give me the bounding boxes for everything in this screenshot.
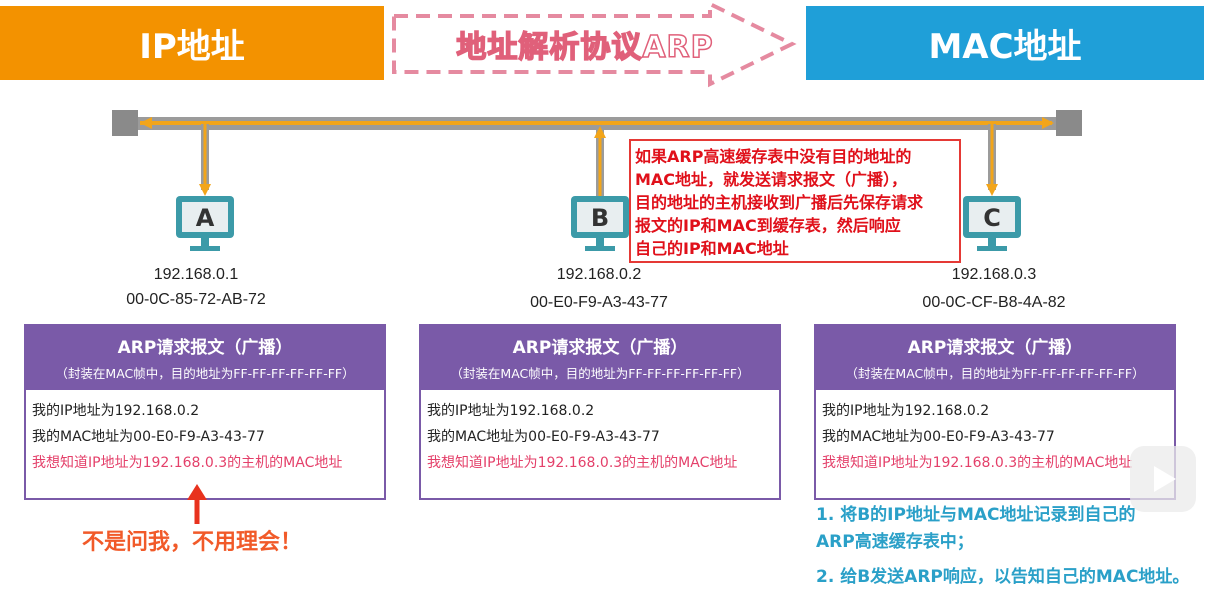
play-icon xyxy=(1154,466,1176,492)
panel-ip-line: 我的IP地址为192.168.0.2 xyxy=(822,403,990,419)
mac-address-banner: MAC地址 xyxy=(806,6,1204,80)
ip-banner-label: IP地址 xyxy=(139,26,245,67)
panel-question-line: 我想知道IP地址为192.168.0.3的主机的MAC地址 xyxy=(427,455,738,471)
step-2: 2. 给B发送ARP响应，以告知自己的MAC地址。 xyxy=(816,567,1190,587)
host-a-ip: 192.168.0.1 xyxy=(153,266,239,283)
host-b-ip: 192.168.0.2 xyxy=(556,266,642,283)
ip-address-banner: IP地址 xyxy=(0,6,384,80)
arp-request-panel-a: ARP请求报文（广播） （封装在MAC帧中，目的地址为FF-FF-FF-FF-F… xyxy=(24,324,386,500)
step-1-line-2: ARP高速缓存表中； xyxy=(816,532,974,552)
host-c-ip: 192.168.0.3 xyxy=(951,266,1037,283)
pc-c-letter: C xyxy=(983,204,1001,232)
panel-title: ARP请求报文（广播） xyxy=(117,338,293,358)
host-a-mac: 00-0C-85-72-AB-72 xyxy=(126,291,266,308)
panel-title: ARP请求报文（广播） xyxy=(907,338,1083,358)
pc-a-icon: A xyxy=(176,196,234,251)
network-diagram: A B C xyxy=(112,110,1082,251)
pc-b-icon: B xyxy=(571,196,629,251)
arrow-left-head xyxy=(140,117,152,129)
callout-line: 目的地址的主机接收到广播后先保存请求 xyxy=(635,193,924,212)
bus-terminator-left xyxy=(112,110,138,136)
panel-title: ARP请求报文（广播） xyxy=(512,338,688,358)
callout-line: 如果ARP高速缓存表中没有目的地址的 xyxy=(635,147,912,166)
callout-line: 自己的IP和MAC地址 xyxy=(635,239,789,258)
mac-banner-label: MAC地址 xyxy=(928,26,1082,67)
panel-question-line: 我想知道IP地址为192.168.0.3的主机的MAC地址 xyxy=(32,455,343,471)
panel-ip-line: 我的IP地址为192.168.0.2 xyxy=(32,403,200,419)
callout-line: MAC地址，就发送请求报文（广播）， xyxy=(635,170,908,189)
panel-header: ARP请求报文（广播） （封装在MAC帧中，目的地址为FF-FF-FF-FF-F… xyxy=(421,326,779,390)
panel-mac-line: 我的MAC地址为00-E0-F9-A3-43-77 xyxy=(32,429,265,445)
arp-protocol-label: 地址解析协议ARP xyxy=(456,29,714,66)
pc-b-letter: B xyxy=(591,204,609,232)
panel-subtitle: （封装在MAC帧中，目的地址为FF-FF-FF-FF-FF-FF） xyxy=(845,366,1145,381)
arp-request-panel-c: ARP请求报文（广播） （封装在MAC帧中，目的地址为FF-FF-FF-FF-F… xyxy=(814,324,1176,500)
arp-explanation-callout: 如果ARP高速缓存表中没有目的地址的 MAC地址，就发送请求报文（广播）， 目的… xyxy=(629,139,961,263)
host-c-mac: 00-0C-CF-B8-4A-82 xyxy=(922,294,1066,311)
step-1-line-1: 1. 将B的IP地址与MAC地址记录到自己的 xyxy=(816,505,1136,525)
panel-question-line: 我想知道IP地址为192.168.0.3的主机的MAC地址 xyxy=(822,455,1133,471)
up-arrow-icon xyxy=(187,484,207,524)
panel-ip-line: 我的IP地址为192.168.0.2 xyxy=(427,403,595,419)
panel-subtitle: （封装在MAC帧中，目的地址为FF-FF-FF-FF-FF-FF） xyxy=(450,366,750,381)
video-play-overlay-button[interactable] xyxy=(1130,446,1196,512)
arp-request-panel-b: ARP请求报文（广播） （封装在MAC帧中，目的地址为FF-FF-FF-FF-F… xyxy=(419,324,781,500)
arrow-right-head xyxy=(1042,117,1054,129)
panel-mac-line: 我的MAC地址为00-E0-F9-A3-43-77 xyxy=(822,429,1055,445)
pc-c-icon: C xyxy=(963,196,1021,251)
panel-mac-line: 我的MAC地址为00-E0-F9-A3-43-77 xyxy=(427,429,660,445)
panel-subtitle: （封装在MAC帧中，目的地址为FF-FF-FF-FF-FF-FF） xyxy=(55,366,355,381)
host-b-mac: 00-E0-F9-A3-43-77 xyxy=(530,294,668,311)
bus-terminator-right xyxy=(1056,110,1082,136)
arp-dashed-arrow xyxy=(392,0,797,88)
not-for-me-note: 不是问我，不用理会！ xyxy=(82,530,303,555)
panel-header: ARP请求报文（广播） （封装在MAC帧中，目的地址为FF-FF-FF-FF-F… xyxy=(816,326,1174,390)
pc-a-letter: A xyxy=(196,204,215,232)
callout-line: 报文的IP和MAC到缓存表，然后响应 xyxy=(635,216,901,235)
panel-header: ARP请求报文（广播） （封装在MAC帧中，目的地址为FF-FF-FF-FF-F… xyxy=(26,326,384,390)
